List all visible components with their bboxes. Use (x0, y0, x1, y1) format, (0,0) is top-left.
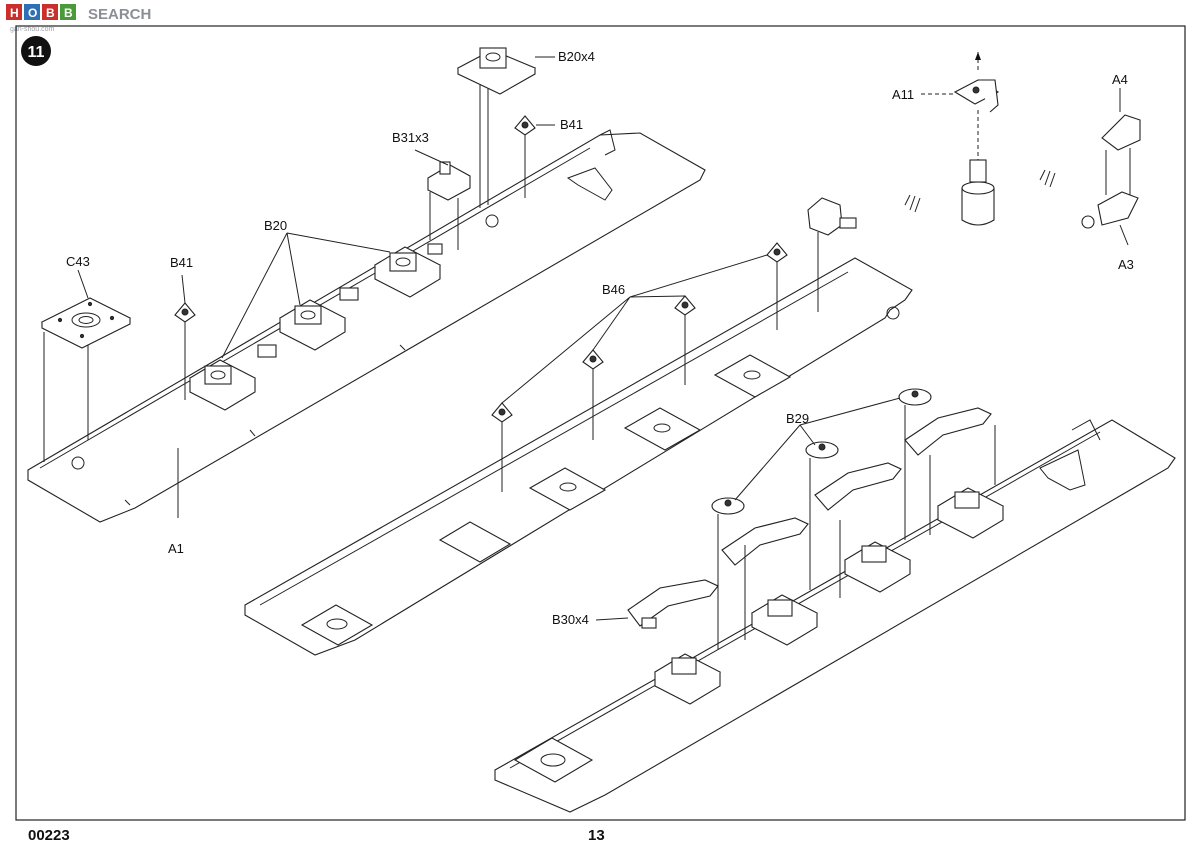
svg-text:O: O (28, 6, 37, 20)
frame-border (15, 25, 1186, 821)
label-b46: B46 (602, 282, 625, 297)
label-a1: A1 (168, 541, 184, 556)
b46-cleat-1 (491, 402, 513, 423)
step-number: 11 (28, 44, 45, 61)
b20-bollard-2 (278, 299, 347, 351)
svg-text:B: B (46, 6, 55, 20)
label-a4: A4 (1112, 72, 1128, 87)
label-b41-top: B41 (560, 117, 583, 132)
b41-left-cleat (174, 302, 196, 323)
label-b31x3: B31x3 (392, 130, 429, 145)
c43-plate (40, 297, 132, 349)
b41-top-cleat (514, 115, 536, 136)
a3-part (1081, 191, 1139, 229)
a11-part (953, 79, 1000, 113)
b46-cleat-3 (674, 295, 696, 316)
b20-bollard-1 (188, 359, 257, 411)
b46-cleat-4 (766, 242, 788, 263)
b29-piece-3 (898, 388, 932, 406)
b30-spring-4 (904, 407, 992, 456)
footer-product-code: 00223 (28, 827, 70, 844)
right-winch-1 (653, 653, 722, 705)
watermark: H O B B SEARCH gan-shou.com (6, 4, 151, 33)
motion-arrows (904, 169, 1056, 213)
deck-panel-right (494, 419, 1176, 813)
b46-cleat-2 (582, 349, 604, 370)
label-a3: A3 (1118, 257, 1134, 272)
a4-part (1101, 114, 1141, 151)
label-b20: B20 (264, 218, 287, 233)
b30-spring-1 (627, 579, 719, 629)
watermark-url: gan-shou.com (10, 26, 55, 33)
b29-piece-2 (805, 441, 839, 459)
label-c43: C43 (66, 254, 90, 269)
b29-piece-1 (711, 497, 745, 515)
b20-top-housing (456, 47, 537, 95)
b30-spring-3 (814, 462, 902, 511)
footer-page-number: 13 (588, 827, 605, 844)
b30-spring-2 (721, 517, 809, 566)
right-winch-4 (936, 487, 1005, 539)
b20-bollard-3 (373, 246, 442, 298)
label-b41-left: B41 (170, 255, 193, 270)
right-winch-2 (750, 594, 819, 646)
svg-text:H: H (10, 6, 19, 20)
mast-base (961, 159, 995, 226)
right-winch-3 (843, 541, 912, 593)
label-a11: A11 (892, 87, 914, 102)
capstan-part (807, 197, 857, 236)
watermark-word: SEARCH (88, 6, 151, 23)
label-b30x4: B30x4 (552, 612, 589, 627)
step-badge: 11 (21, 36, 51, 66)
watermark-logo: H O B B (6, 4, 76, 20)
label-b29: B29 (786, 411, 809, 426)
svg-text:B: B (64, 6, 73, 20)
b31-fitting (427, 161, 471, 201)
middle-panel-hatches (438, 354, 792, 563)
left-panel-fittings (257, 243, 443, 358)
label-b20x4: B20x4 (558, 49, 595, 64)
deck-panel-a1 (27, 129, 706, 523)
